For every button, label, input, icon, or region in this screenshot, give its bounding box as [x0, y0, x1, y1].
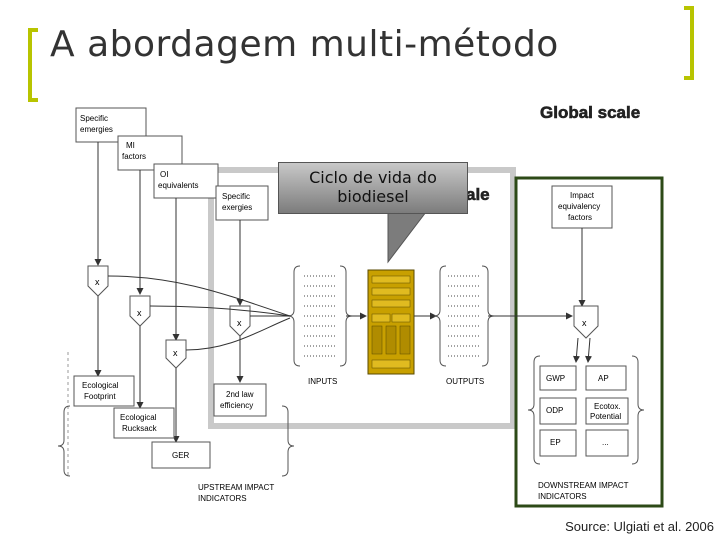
svg-text:efficiency: efficiency: [220, 401, 253, 410]
svg-text:Footprint: Footprint: [84, 392, 116, 401]
ger-box: GER: [151, 441, 211, 469]
inputs-list: [304, 275, 336, 357]
multiply-node-3: x: [165, 339, 187, 369]
oi-equivalents-box: OI equivalents: [153, 163, 219, 199]
ep-box: EP: [539, 429, 577, 457]
svg-text:2nd law: 2nd law: [226, 390, 254, 399]
multiply-node-downstream: x: [573, 305, 599, 339]
svg-text:OI: OI: [160, 170, 168, 179]
svg-text:Impact: Impact: [570, 191, 595, 200]
gwp-box: GWP: [539, 365, 577, 391]
svg-text:Specific: Specific: [80, 114, 108, 123]
svg-text:GWP: GWP: [546, 374, 565, 383]
left-bracket: [28, 28, 38, 102]
svg-text:factors: factors: [122, 152, 146, 161]
callout-line-2: biodiesel: [337, 187, 409, 206]
multiply-node-local: x: [229, 305, 251, 337]
svg-text:x: x: [95, 277, 100, 287]
specific-exergies-box: Specific exergies: [215, 185, 269, 221]
callout-line-1: Ciclo de vida do: [309, 168, 437, 187]
svg-text:x: x: [237, 318, 242, 328]
global-scale-label: Global scale: [540, 103, 640, 122]
specific-emergies-box: Specific emergies: [75, 107, 147, 143]
local-scale-label-partial: ale: [466, 185, 490, 204]
svg-text:INDICATORS: INDICATORS: [538, 492, 587, 501]
ecological-footprint-box: Ecological Footprint: [73, 375, 135, 407]
source-citation: Source: Ulgiati et al. 2006: [565, 519, 714, 534]
svg-text:x: x: [582, 318, 587, 328]
outputs-list: [448, 275, 480, 357]
downstream-frame: [514, 176, 664, 508]
svg-text:AP: AP: [598, 374, 609, 383]
svg-text:EP: EP: [550, 438, 561, 447]
ecological-rucksack-box: Ecological Rucksack: [113, 407, 175, 439]
upstream-brace-right: [281, 405, 295, 477]
svg-text:equivalents: equivalents: [158, 181, 198, 190]
callout-pointer: [387, 211, 428, 264]
outputs-brace: [433, 265, 447, 367]
lifecycle-callout: Ciclo de vida do biodiesel: [278, 162, 468, 214]
svg-text:MI: MI: [126, 141, 135, 150]
other-impacts-box: ...: [585, 429, 629, 457]
svg-text:INDICATORS: INDICATORS: [198, 494, 247, 503]
multiply-node-2: x: [129, 295, 151, 327]
svg-text:emergies: emergies: [80, 125, 113, 134]
biodiesel-process-core: [367, 269, 415, 375]
svg-text:Potential: Potential: [590, 412, 621, 421]
svg-text:Ecological: Ecological: [120, 413, 157, 422]
svg-text:factors: factors: [568, 213, 592, 222]
svg-text:Ecotox.: Ecotox.: [594, 402, 621, 411]
inputs-label: INPUTS: [308, 377, 337, 386]
upstream-brace: [57, 405, 71, 477]
svg-text:ODP: ODP: [546, 406, 563, 415]
svg-text:equivalency: equivalency: [558, 202, 600, 211]
right-bracket: [684, 6, 694, 80]
multiply-node-1: x: [87, 265, 109, 297]
svg-text:Rucksack: Rucksack: [122, 424, 158, 433]
svg-text:GER: GER: [172, 451, 190, 460]
second-law-efficiency-box: 2nd law efficiency: [213, 383, 267, 417]
downstream-indicators-label: DOWNSTREAM IMPACT: [538, 481, 629, 490]
ecotox-potential-box: Ecotox.Potential: [585, 397, 629, 425]
outputs-label: OUTPUTS: [446, 377, 484, 386]
odp-box: ODP: [539, 397, 577, 425]
downstream-brace: [527, 355, 541, 465]
svg-text:x: x: [137, 308, 142, 318]
impact-equivalency-factors-box: Impact equivalency factors: [551, 185, 613, 229]
slide-title: A abordagem multi-método: [50, 24, 559, 65]
svg-text:...: ...: [602, 438, 609, 447]
svg-text:Specific: Specific: [222, 192, 250, 201]
svg-text:Ecological: Ecological: [82, 381, 119, 390]
ap-box: AP: [585, 365, 627, 391]
upstream-indicators-label: UPSTREAM IMPACT: [198, 483, 274, 492]
svg-text:x: x: [173, 348, 178, 358]
svg-text:exergies: exergies: [222, 203, 252, 212]
